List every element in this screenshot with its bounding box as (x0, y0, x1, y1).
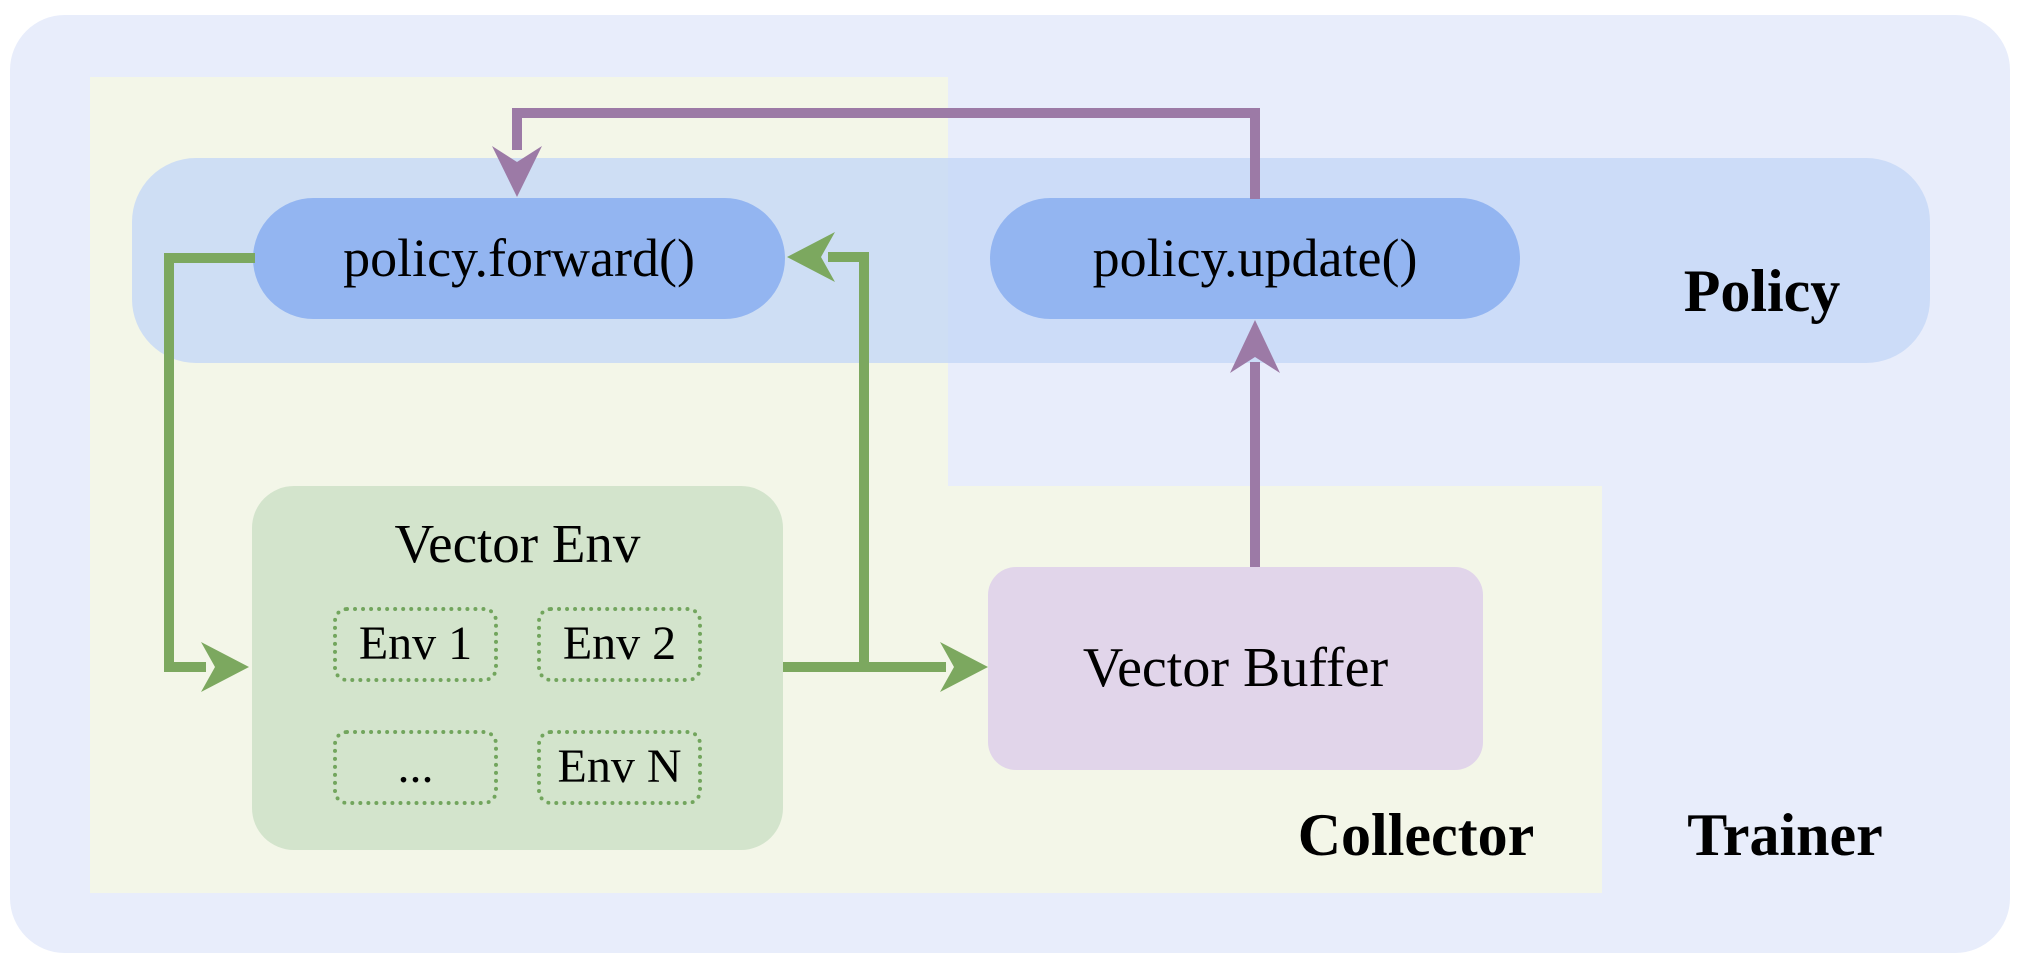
env-cell-n-label: Env N (557, 740, 682, 793)
vector-env-title: Vector Env (394, 513, 641, 574)
node-policy-update: policy.update() (990, 198, 1520, 319)
policy-region-label: Policy (1683, 258, 1841, 324)
env-cell-1-label: Env 1 (358, 617, 473, 670)
env-cell-n: Env N (537, 730, 702, 805)
node-policy-forward: policy.forward() (253, 198, 785, 319)
env-cell-ellipsis-label: ... (397, 740, 434, 793)
node-vector-buffer: Vector Buffer (988, 567, 1483, 770)
env-cell-2: Env 2 (537, 607, 702, 682)
node-policy-forward-label: policy.forward() (343, 228, 695, 288)
node-vector-buffer-label: Vector Buffer (1082, 637, 1389, 699)
collector-region-label: Collector (1297, 802, 1535, 868)
trainer-region-label: Trainer (1687, 802, 1883, 868)
env-cell-1: Env 1 (333, 607, 498, 682)
node-policy-update-label: policy.update() (1092, 228, 1418, 288)
env-cell-ellipsis: ... (333, 730, 498, 805)
node-vector-env: Vector Env Env 1 Env 2 ... Env N (252, 486, 783, 850)
env-cell-2-label: Env 2 (562, 617, 677, 670)
